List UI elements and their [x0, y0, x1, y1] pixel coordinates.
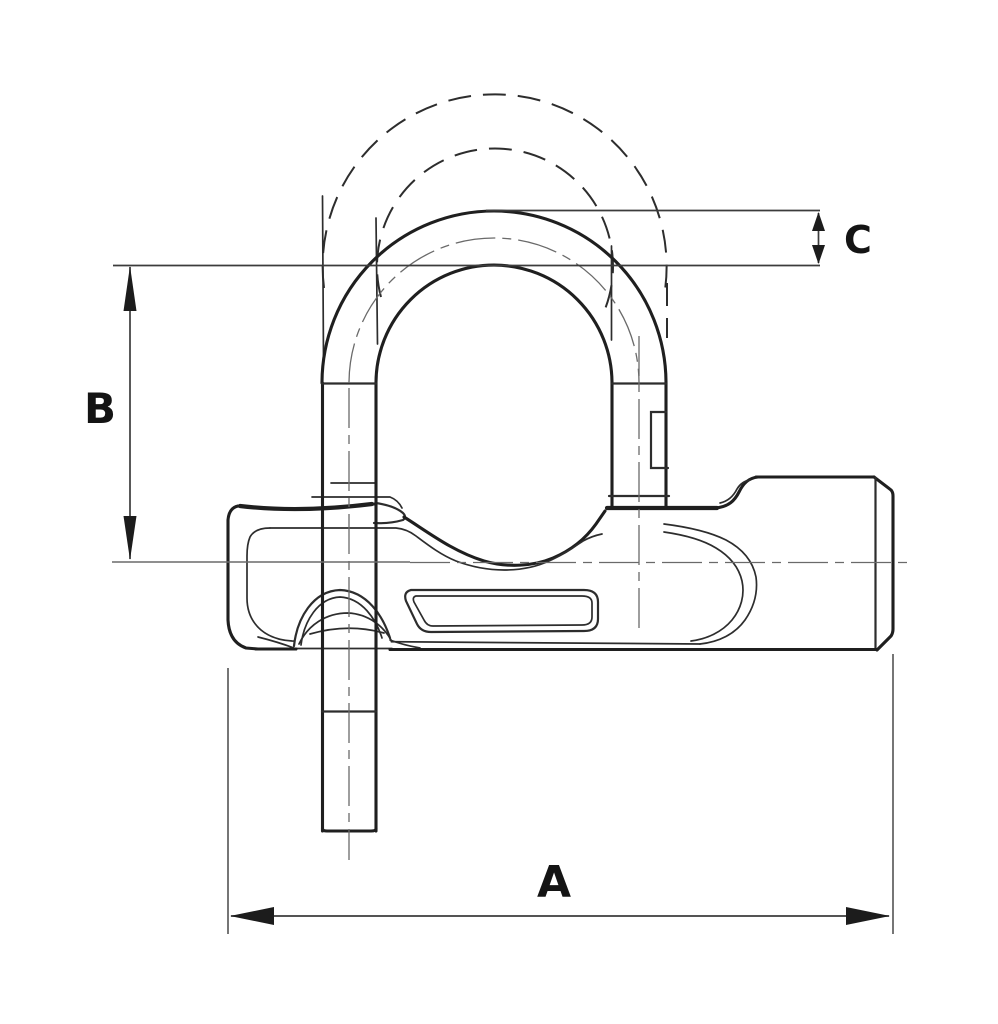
arch-skirt-right [389, 639, 421, 649]
centerlines [112, 237, 908, 860]
dimension-b: B [84, 266, 137, 560]
phantom-inner-arc [376, 147, 614, 315]
phantom-left-leg-outer [321, 195, 325, 361]
dimension-label-a: A [537, 857, 571, 908]
inner-contour-right-inner [663, 531, 744, 642]
phantom-outer-arc [321, 93, 668, 291]
c-arrow-down [812, 245, 825, 264]
ledge-arm-fillet-inner [719, 479, 751, 504]
lock-body [226, 475, 895, 652]
saddle-upper-edge [402, 509, 607, 567]
shackle [320, 209, 671, 833]
phantom-left-leg-inner [375, 217, 379, 345]
dimension-label-c: C [844, 218, 872, 262]
c-arrow-up [812, 212, 825, 231]
arm-end-cap [872, 475, 895, 652]
shackle-inner-arc [374, 263, 614, 385]
slot-inner [412, 595, 593, 627]
left-boss-line [311, 496, 403, 509]
ledge-arm-fillet [713, 475, 760, 510]
inner-contour-top [269, 527, 603, 571]
arch-mid-dome [298, 612, 392, 645]
shackle-outer-arc [320, 209, 668, 385]
dimension-a: A [227, 654, 894, 934]
right-leg-notch [649, 410, 670, 470]
dimension-c: C [113, 209, 872, 267]
dimension-label-b: B [84, 384, 116, 433]
arch-outer [292, 588, 392, 648]
b-arrow-down [123, 516, 137, 560]
phantom-shackle [321, 93, 668, 361]
arch-skirt-left [257, 636, 295, 649]
body-top-edge [237, 501, 375, 512]
slot-outer [404, 588, 600, 634]
shackle-bend-centerline [348, 237, 640, 384]
inner-contour-left [246, 527, 701, 645]
b-arrow-up [123, 266, 137, 311]
slot-fill [405, 590, 598, 632]
inner-contour-right-outer [663, 523, 758, 645]
a-arrow-right [846, 907, 890, 925]
a-arrow-left [230, 907, 274, 925]
